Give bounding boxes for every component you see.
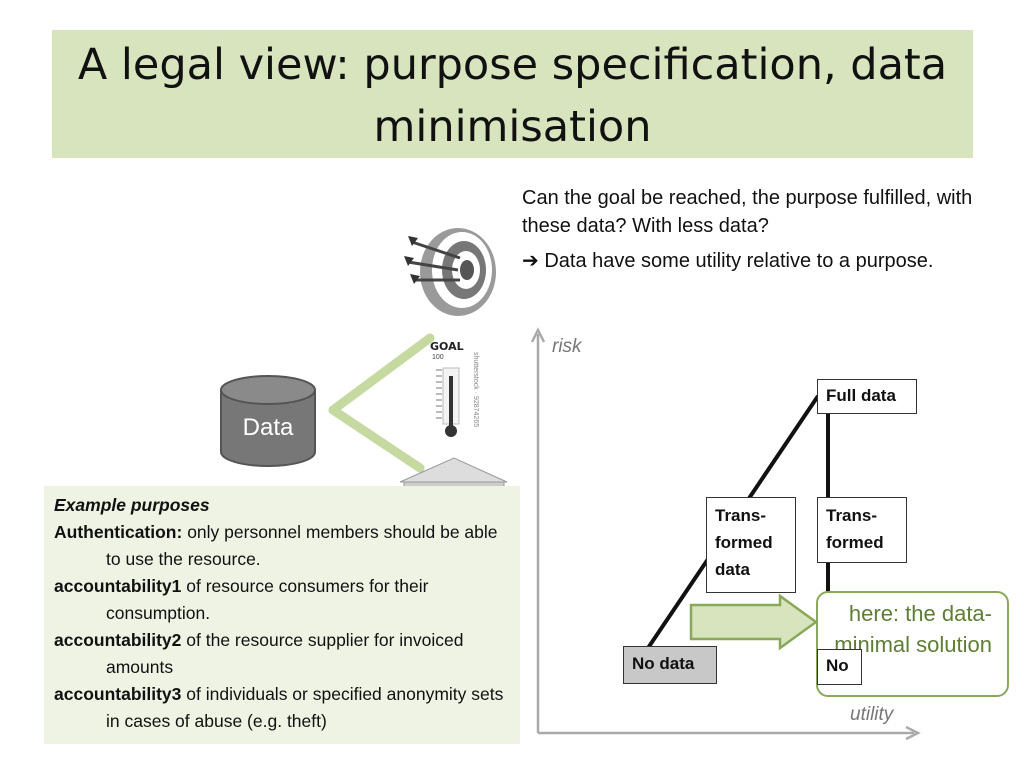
question-line: Can the goal be reached, the purpose ful… bbox=[522, 187, 973, 237]
conclusion-line: ➔ Data have some utility relative to a p… bbox=[522, 246, 992, 275]
data-cylinder-icon bbox=[220, 375, 316, 467]
minimal-solution-arrow-icon bbox=[689, 593, 819, 651]
question-text: Can the goal be reached, the purpose ful… bbox=[522, 184, 992, 281]
watermark: shutterstock · 92874265 bbox=[472, 352, 479, 428]
purposes-list: Example purposes Authentication: only pe… bbox=[54, 492, 516, 735]
goal-scale-top: 100 bbox=[432, 354, 444, 361]
purposes-heading: Example purposes bbox=[54, 495, 210, 515]
x-axis-label: utility bbox=[850, 704, 894, 725]
transformed-box-right: Trans-formed bbox=[817, 497, 907, 563]
connector-lines bbox=[328, 333, 435, 473]
purpose-item: accountability3 of individuals or specif… bbox=[54, 684, 504, 731]
graph-axes bbox=[530, 327, 921, 741]
right-arrow-icon: ➔ bbox=[522, 248, 539, 272]
conclusion-text: Data have some utility relative to a pur… bbox=[544, 250, 934, 272]
purpose-item: accountability1 of resource consumers fo… bbox=[54, 576, 429, 623]
full-data-box: Full data bbox=[817, 379, 917, 414]
transformed-data-box-left: Trans-formed data bbox=[706, 497, 796, 593]
target-with-darts-icon bbox=[404, 228, 496, 316]
goal-label: GOAL bbox=[430, 340, 464, 353]
goal-thermometer-icon bbox=[436, 367, 460, 437]
purpose-item: accountability2 of the resource supplier… bbox=[54, 630, 464, 677]
no-box: No bbox=[817, 649, 862, 685]
slide-title: A legal view: purpose specification, dat… bbox=[77, 40, 948, 152]
purposes-panel bbox=[44, 486, 520, 744]
purpose-item: Authentication: only personnel members s… bbox=[54, 522, 498, 569]
y-axis-label: risk bbox=[552, 336, 582, 357]
no-data-box: No data bbox=[623, 646, 717, 684]
title-band bbox=[52, 30, 973, 158]
data-cylinder-label: Data bbox=[242, 414, 294, 441]
